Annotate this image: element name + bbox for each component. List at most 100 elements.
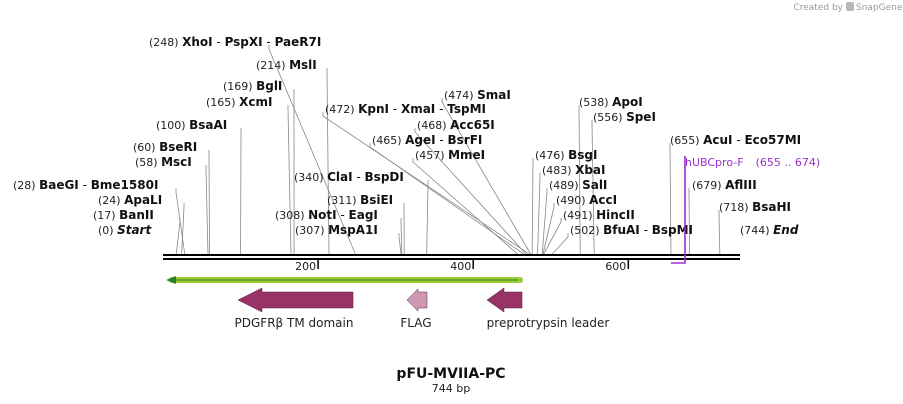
feature-label: FLAG (400, 316, 431, 330)
plasmid-length: 744 bp (432, 382, 470, 395)
enzyme-name: MscI (161, 155, 192, 169)
orf-arrowhead-icon (166, 276, 176, 284)
site-label-bfuai[interactable]: (502) BfuAI - BspMI (570, 223, 693, 237)
site-line-acc65i (414, 128, 527, 255)
site-label-acui[interactable]: (655) AcuI - Eco57MI (670, 133, 801, 147)
primer-name: hUBCpro-F (685, 156, 744, 169)
site-label-end[interactable]: (744) End (740, 223, 799, 237)
site-label-xhoi[interactable]: (248) XhoI - PspXI - PaeR7I (149, 35, 321, 49)
site-label-start[interactable]: (0) Start (98, 223, 152, 237)
svg-text:(60) BseRI: (60) BseRI (133, 140, 197, 154)
site-label-mmei[interactable]: (457) MmeI (415, 148, 485, 162)
enzyme-name: BspDI (365, 170, 404, 184)
site-line-xhoi (268, 45, 356, 255)
site-line-apoi (578, 105, 581, 255)
feature-pdgfr-tm-domain[interactable]: PDGFRβ TM domain (235, 287, 354, 330)
site-position: (718) (719, 201, 752, 214)
site-label-acci[interactable]: (490) AccI (556, 193, 617, 207)
site-label-mspa1i[interactable]: (307) MspA1I (295, 223, 378, 237)
site-separator: - (389, 102, 401, 116)
site-label-bsahi[interactable]: (718) BsaHI (719, 200, 791, 214)
site-line-mspa1i (398, 233, 402, 255)
axis-tick-label: 600 (605, 260, 626, 273)
site-label-acc65i[interactable]: (468) Acc65I (417, 118, 495, 132)
enzyme-name: MmeI (448, 148, 485, 162)
site-separator: - (337, 208, 349, 222)
site-line-sali (541, 188, 548, 255)
axis-tick-label: 400 (450, 260, 471, 273)
site-position: (165) (206, 96, 239, 109)
site-position: (489) (549, 179, 582, 192)
site-label-spei[interactable]: (556) SpeI (593, 110, 656, 124)
feature-preprotrypsin-leader[interactable]: preprotrypsin leader (486, 287, 610, 330)
enzyme-name: BfuAI (603, 223, 640, 237)
site-line-kpni (322, 112, 530, 255)
site-position: (468) (417, 119, 450, 132)
site-label-smai[interactable]: (474) SmaI (444, 88, 511, 102)
svg-text:(28) BaeGI - Bme1580I: (28) BaeGI - Bme1580I (13, 178, 158, 192)
site-label-noti[interactable]: (308) NotI - EagI (275, 208, 378, 222)
site-position: (308) (275, 209, 308, 222)
site-label-msli[interactable]: (214) MslI (256, 58, 317, 72)
site-label-sali[interactable]: (489) SalI (549, 178, 607, 192)
site-line-xcmi (287, 105, 292, 255)
svg-text:(718) BsaHI: (718) BsaHI (719, 200, 791, 214)
site-position: (311) (327, 194, 360, 207)
site-label-hincii[interactable]: (491) HincII (563, 208, 635, 222)
site-separator: - (640, 223, 652, 237)
svg-text:(100) BsaAI: (100) BsaAI (156, 118, 227, 132)
orf-arrow[interactable] (166, 276, 523, 284)
enzyme-name: Start (117, 223, 152, 237)
site-label-agei[interactable]: (465) AgeI - BsrFI (372, 133, 482, 147)
site-label-msci[interactable]: (58) MscI (135, 155, 192, 169)
enzyme-name: Bme1580I (91, 178, 159, 192)
svg-text:(17) BanII: (17) BanII (93, 208, 154, 222)
site-position: (744) (740, 224, 773, 237)
site-label-kpni[interactable]: (472) KpnI - XmaI - TspMI (325, 102, 486, 116)
enzyme-name: AflIII (725, 178, 757, 192)
enzyme-name: BsaAI (189, 118, 227, 132)
site-line-banii (175, 218, 181, 255)
site-label-clai[interactable]: (340) ClaI - BspDI (294, 170, 404, 184)
snapgene-logo-icon (846, 2, 854, 11)
enzyme-name: SmaI (477, 88, 511, 102)
site-label-xbai[interactable]: (483) XbaI (542, 163, 605, 177)
svg-text:(457) MmeI: (457) MmeI (415, 148, 485, 162)
site-label-xcmi[interactable]: (165) XcmI (206, 95, 272, 109)
enzyme-name: End (773, 223, 799, 237)
site-position: (58) (135, 156, 161, 169)
site-position: (474) (444, 89, 477, 102)
enzyme-name: MslI (289, 58, 317, 72)
site-label-afliii[interactable]: (679) AflIII (692, 178, 757, 192)
site-label-bseri[interactable]: (60) BseRI (133, 140, 197, 154)
enzyme-name: ApaLI (124, 193, 162, 207)
site-separator: - (435, 102, 447, 116)
site-position: (465) (372, 134, 405, 147)
feature-flag[interactable]: FLAG (400, 288, 432, 330)
site-line-bsahi (718, 210, 721, 255)
site-label-apali[interactable]: (24) ApaLI (98, 193, 162, 207)
enzyme-name: AgeI (405, 133, 435, 147)
site-label-apoi[interactable]: (538) ApoI (579, 95, 643, 109)
site-label-bsaai[interactable]: (100) BsaAI (156, 118, 227, 132)
site-label-baegi[interactable]: (28) BaeGI - Bme1580I (13, 178, 158, 192)
svg-text:(483) XbaI: (483) XbaI (542, 163, 605, 177)
site-label-bsgi[interactable]: (476) BsgI (535, 148, 597, 162)
site-label-banii[interactable]: (17) BanII (93, 208, 154, 222)
site-position: (248) (149, 36, 182, 49)
site-line-mmei (412, 158, 518, 255)
site-label-bsiei[interactable]: (311) BsiEI (327, 193, 393, 207)
enzyme-name: NotI (308, 208, 337, 222)
enzyme-name: BanII (119, 208, 154, 222)
site-position: (0) (98, 224, 117, 237)
site-line-bseri (208, 150, 210, 255)
site-line-hincii (543, 218, 562, 255)
primer-hubcpro-f[interactable]: hUBCpro-F(655 .. 674) (670, 156, 820, 264)
site-line-spei (591, 120, 595, 255)
site-label-bgli[interactable]: (169) BglI (223, 79, 282, 93)
svg-text:(474) SmaI: (474) SmaI (444, 88, 511, 102)
site-separator: - (263, 35, 275, 49)
svg-text:(58) MscI: (58) MscI (135, 155, 192, 169)
